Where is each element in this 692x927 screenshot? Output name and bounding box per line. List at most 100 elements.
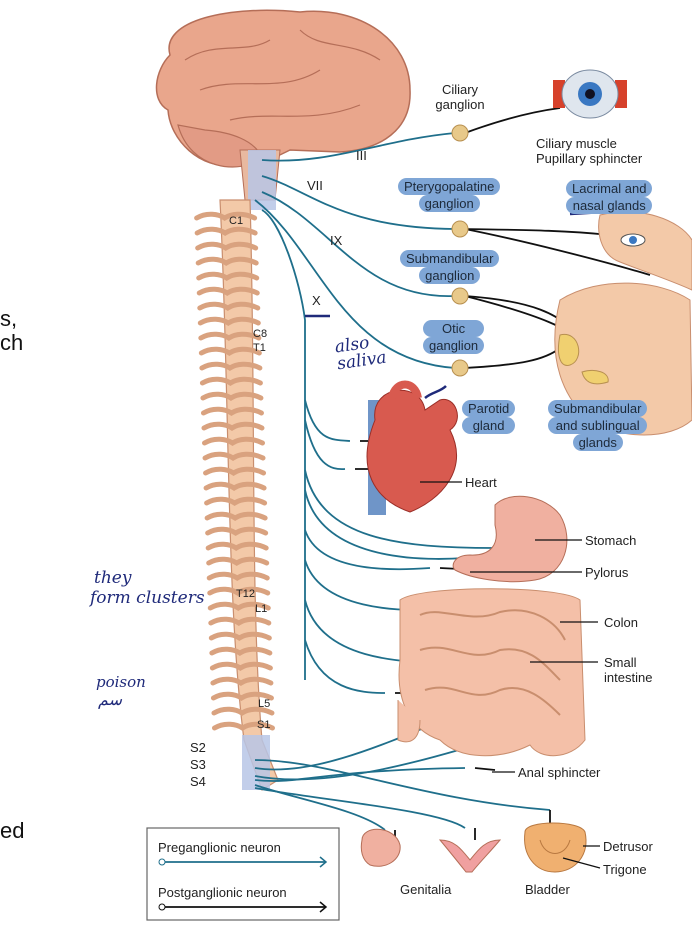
annotation-poison: poison — [96, 673, 146, 691]
ciliary-ganglion-line1: Ciliary — [425, 82, 495, 97]
parotid-line1: Parotid — [462, 400, 515, 417]
vertebra — [207, 499, 265, 503]
edge-text-ch: ch — [0, 330, 23, 356]
subsub-line1: Submandibular — [548, 400, 647, 417]
annotation-they-form-clusters: they form clusters — [90, 568, 205, 608]
vertebra — [198, 244, 256, 248]
vertebra — [213, 679, 271, 683]
vertebra — [212, 649, 270, 653]
spine-c8-label: C8 — [253, 327, 267, 342]
vertebra — [206, 484, 264, 488]
otic-ganglion-label: Otic ganglion — [423, 320, 484, 354]
ciliary-muscle-label: Ciliary muscle — [536, 136, 617, 151]
vertebra — [197, 214, 255, 218]
ciliary-ganglion-label: Ciliary ganglion — [425, 82, 495, 112]
small-intestine-label: Small intestine — [604, 655, 652, 685]
subsub-line3: glands — [573, 434, 623, 451]
legend-postganglionic-label: Postganglionic neuron — [158, 885, 287, 900]
vertebra — [201, 349, 259, 353]
detrusor-label: Detrusor — [603, 839, 653, 854]
intestines-illustration — [398, 589, 585, 756]
pupillary-sphincter-label: Pupillary sphincter — [536, 151, 642, 166]
parotid-line2: gland — [462, 417, 515, 434]
small-intestine-line1: Small — [604, 655, 652, 670]
edge-text-ed: ed — [0, 818, 24, 844]
vertebra — [200, 304, 258, 308]
annotation-also-saliva: also saliva — [334, 333, 388, 374]
submandibular-ganglion-line1: Submandibular — [400, 250, 499, 267]
spine-l5-label: L5 — [258, 697, 270, 712]
spine-l1-label: L1 — [255, 602, 267, 617]
trigone-label: Trigone — [603, 862, 647, 877]
colon-label: Colon — [604, 615, 638, 630]
nerve-vii-label: VII — [307, 178, 323, 193]
vertebra — [203, 409, 261, 413]
otic-line2: ganglion — [423, 337, 484, 354]
nerve-x-label: X — [312, 293, 321, 308]
vertebra — [202, 379, 260, 383]
ciliary-ganglion-line2: ganglion — [425, 97, 495, 112]
submandibular-ganglion-label: Submandibular ganglion — [400, 250, 499, 284]
vertebra — [200, 319, 258, 323]
vertebra — [202, 364, 260, 368]
vertebra — [205, 439, 263, 443]
annotation-arabic-scribble: ﺳﻢ — [98, 690, 122, 709]
genitalia-label: Genitalia — [400, 882, 451, 897]
pterygopalatine-line1: Pterygopalatine — [398, 178, 500, 195]
vertebra — [197, 229, 255, 233]
edge-text-s: s, — [0, 306, 17, 332]
vertebra — [205, 454, 263, 458]
pterygopalatine-line2: ganglion — [419, 195, 480, 212]
anal-sphincter-label: Anal sphincter — [518, 765, 600, 780]
vertebra — [208, 544, 266, 548]
lacrimal-line2: nasal glands — [566, 197, 652, 214]
nerve-ix-label: IX — [330, 233, 342, 248]
spine-s1-label: S1 — [257, 718, 270, 733]
spine-s3-label: S3 — [190, 757, 206, 772]
submandibular-sublingual-label: Submandibular and sublingual glands — [548, 400, 647, 451]
eye-illustration — [553, 70, 627, 118]
vertebra — [199, 274, 257, 278]
spine-t12-label: T12 — [236, 587, 255, 602]
stomach-label: Stomach — [585, 533, 636, 548]
vertebra — [199, 289, 257, 293]
legend-preganglionic-label: Preganglionic neuron — [158, 840, 281, 855]
vertebra — [201, 334, 259, 338]
spine-t1-label: T1 — [253, 341, 266, 356]
genitalia-illustration — [361, 829, 500, 872]
brain — [156, 10, 410, 210]
vertebra — [204, 424, 262, 428]
stomach-illustration — [453, 496, 567, 581]
vertebra — [211, 634, 269, 638]
annotation-form-clusters: form clusters — [90, 588, 205, 608]
lacrimal-line1: Lacrimal and — [566, 180, 652, 197]
bladder-illustration — [525, 823, 586, 872]
spine-s4-label: S4 — [190, 774, 206, 789]
heart-label: Heart — [465, 475, 497, 490]
face-eye-illustration — [599, 212, 692, 290]
otic-line1: Otic — [423, 320, 484, 337]
pterygopalatine-ganglion-label: Pterygopalatine ganglion — [398, 178, 500, 212]
submandibular-ganglion-line2: ganglion — [419, 267, 480, 284]
annotation-they: they — [90, 568, 205, 588]
spine-s2-label: S2 — [190, 740, 206, 755]
subsub-line2: and sublingual — [548, 417, 647, 434]
vertebra — [211, 619, 269, 623]
vertebrae — [197, 214, 273, 728]
pylorus-label: Pylorus — [585, 565, 628, 580]
vertebra — [207, 514, 265, 518]
vertebra — [208, 529, 266, 533]
small-intestine-line2: intestine — [604, 670, 652, 685]
spine-c1-label: C1 — [229, 214, 243, 229]
vertebra — [203, 394, 261, 398]
vertebra — [209, 559, 267, 563]
heart-illustration — [367, 385, 457, 516]
vertebra — [212, 664, 270, 668]
parotid-gland-label: Parotid gland — [462, 400, 515, 434]
lacrimal-glands-label: Lacrimal and nasal glands — [566, 180, 652, 214]
vertebra — [206, 469, 264, 473]
vertebra — [209, 574, 267, 578]
bladder-label: Bladder — [525, 882, 570, 897]
vertebra — [198, 259, 256, 263]
